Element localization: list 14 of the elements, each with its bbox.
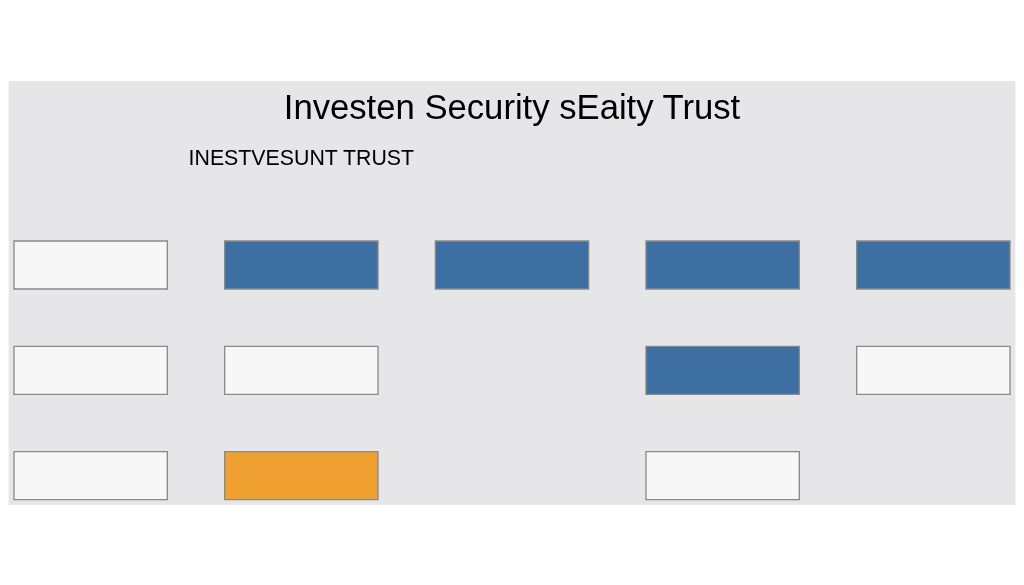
node-box (856, 345, 1011, 395)
node-box (645, 345, 800, 395)
node-box (224, 450, 379, 500)
node-box (224, 345, 379, 395)
node-box (13, 345, 168, 395)
node-box (645, 239, 800, 290)
node-box (645, 450, 800, 500)
node-box (434, 239, 590, 290)
diagram-title: Investen Security sEaity Trust (283, 87, 741, 126)
node-box (13, 450, 168, 500)
label: INESTVESUNT TRUST (188, 145, 415, 170)
node-box (224, 239, 379, 290)
node-box (13, 239, 168, 290)
node-box (856, 239, 1011, 290)
